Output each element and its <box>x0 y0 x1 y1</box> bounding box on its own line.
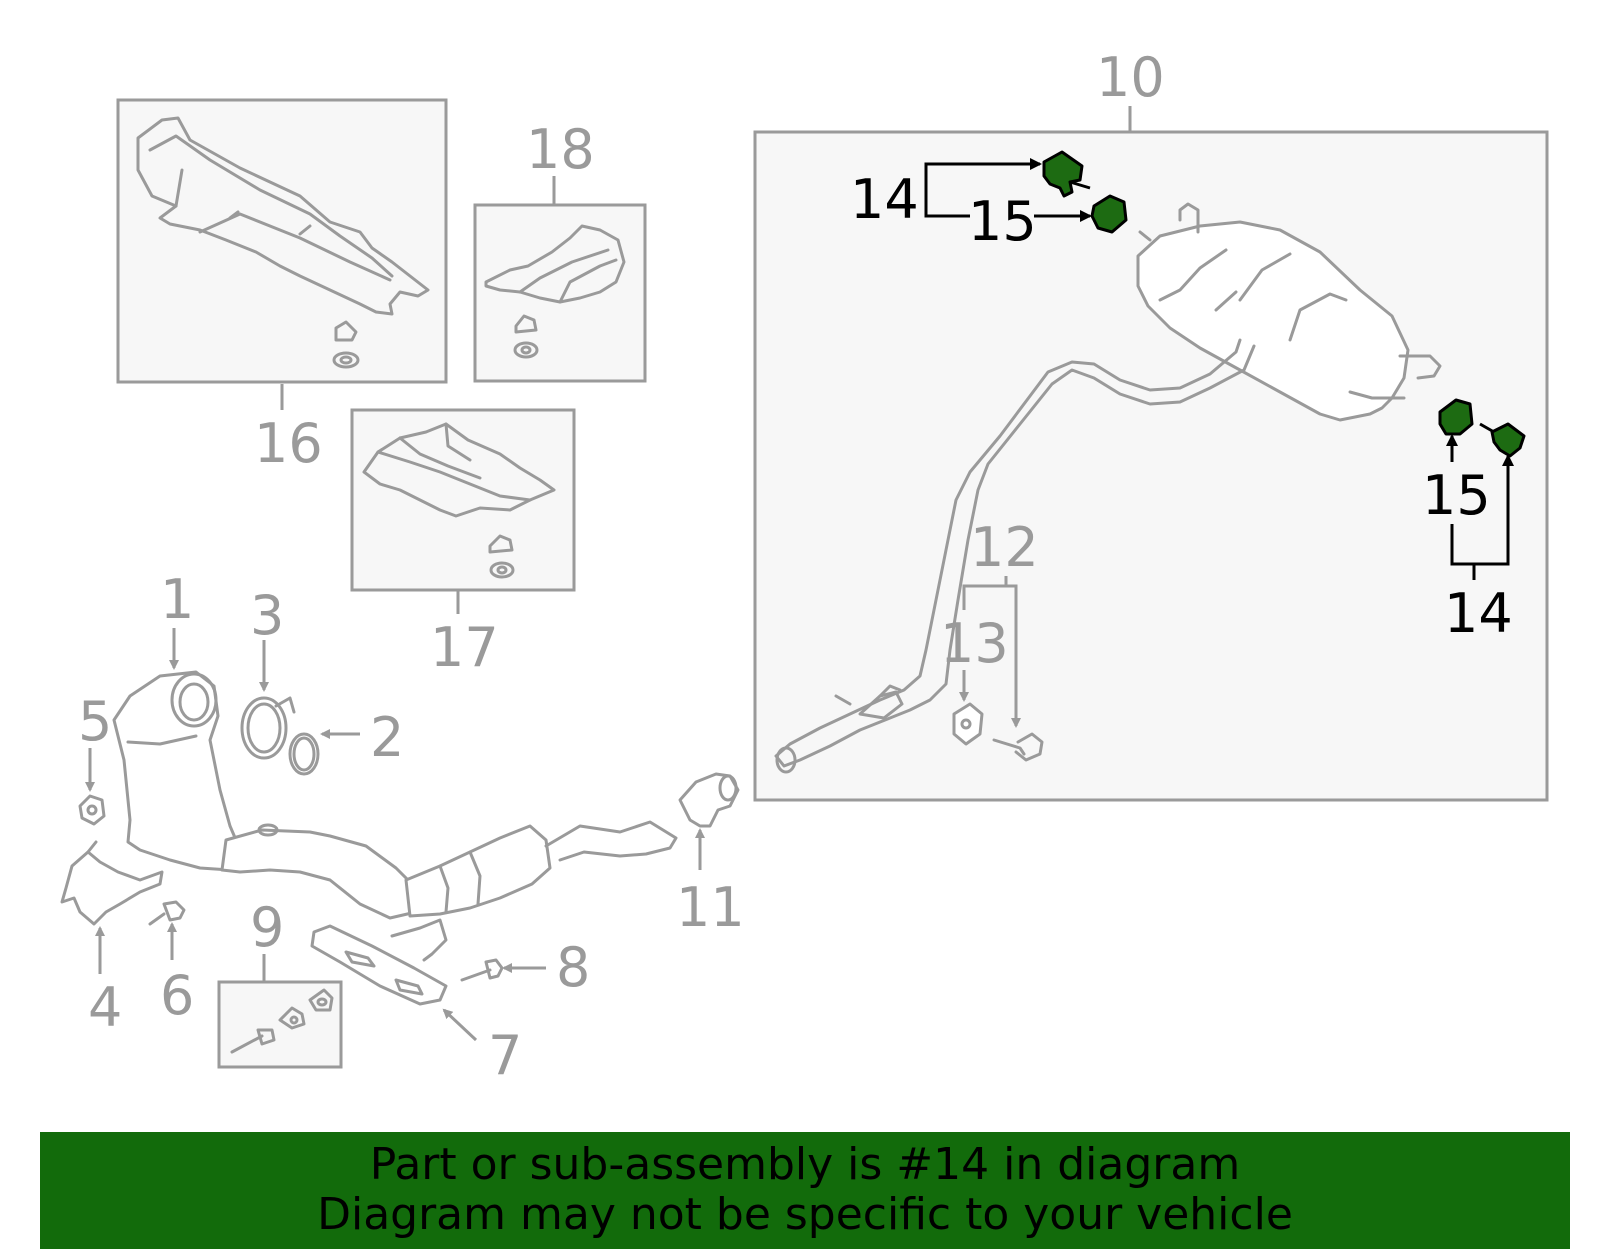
callout-6[interactable]: 6 <box>160 964 194 1027</box>
callout-15-right[interactable]: 15 <box>1422 464 1491 527</box>
hanger-14-right-highlight <box>1490 422 1526 458</box>
callout-12[interactable]: 12 <box>970 516 1039 579</box>
callout-9[interactable]: 9 <box>250 896 284 959</box>
callout-2[interactable]: 2 <box>370 706 404 769</box>
part-info-banner: Part or sub-assembly is #14 in diagram D… <box>40 1132 1570 1249</box>
callout-17[interactable]: 17 <box>430 616 499 679</box>
callout-10[interactable]: 10 <box>1096 46 1165 109</box>
muffler-assembly-10-group[interactable] <box>753 130 1549 802</box>
callout-16[interactable]: 16 <box>254 412 323 475</box>
callout-18[interactable]: 18 <box>526 118 595 181</box>
isolator-15-top-highlight <box>1090 194 1128 234</box>
leader-lines <box>85 106 1132 1042</box>
hardware-kit-9-group[interactable] <box>217 980 343 1069</box>
callout-7[interactable]: 7 <box>488 1024 522 1087</box>
banner-line-2: Diagram may not be specific to your vehi… <box>317 1189 1293 1240</box>
banner-line-1: Part or sub-assembly is #14 in diagram <box>369 1139 1241 1190</box>
heat-shield-16-group[interactable] <box>116 98 448 384</box>
callout-14-right[interactable]: 14 <box>1444 582 1513 645</box>
heat-shield-17-group[interactable] <box>350 408 576 592</box>
callout-11[interactable]: 11 <box>676 876 745 939</box>
callout-13[interactable]: 13 <box>940 612 1009 675</box>
hanger-14-top-highlight <box>1042 150 1084 198</box>
callout-4[interactable]: 4 <box>88 976 122 1039</box>
callout-5[interactable]: 5 <box>78 690 112 753</box>
callout-1[interactable]: 1 <box>160 568 194 631</box>
callout-15-top[interactable]: 15 <box>968 190 1037 253</box>
isolator-15-right-highlight <box>1438 398 1474 436</box>
catalytic-converter-1-group[interactable] <box>60 670 740 1006</box>
callout-3[interactable]: 3 <box>250 584 284 647</box>
heat-shield-18-group[interactable] <box>473 203 647 383</box>
callout-14-top[interactable]: 14 <box>850 168 919 231</box>
callout-labels: 1 2 3 4 5 6 7 8 9 10 11 12 13 14 14 15 1… <box>78 46 1513 1087</box>
callout-8[interactable]: 8 <box>556 936 590 999</box>
leader-lines-highlighted <box>924 158 1514 580</box>
